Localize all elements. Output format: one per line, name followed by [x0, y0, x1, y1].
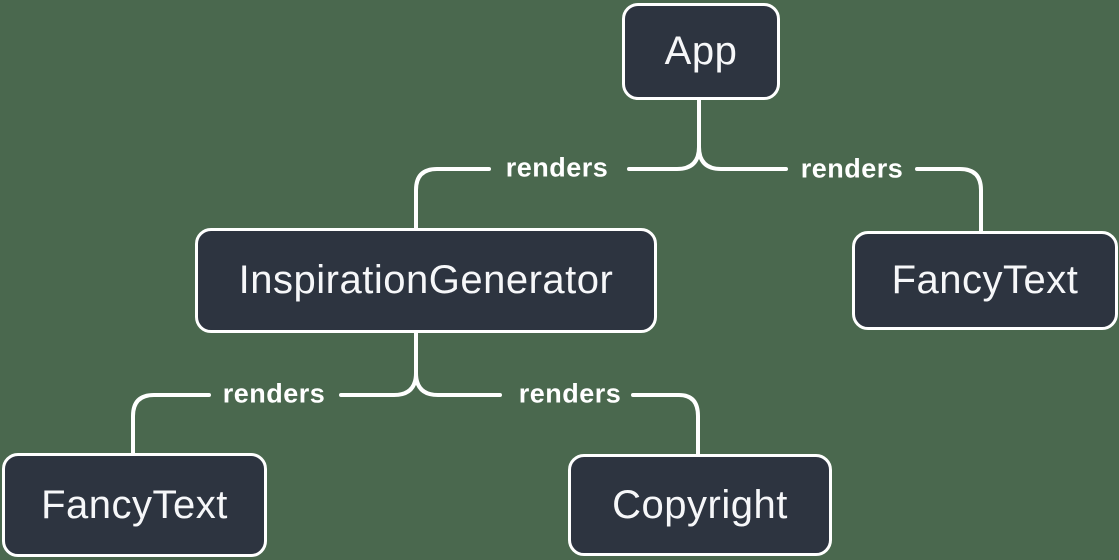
edge-app-inspirationgenerator-line [627, 145, 701, 171]
node-fancy-text-bottom-left-label: FancyText [41, 482, 228, 527]
node-fancy-text-bottom-left: FancyText [2, 453, 267, 557]
edge-label-inspirationgenerator-fancytext: renders [222, 378, 326, 409]
node-copyright: Copyright [568, 454, 832, 556]
edge-inspirationgenerator-copyright-line [631, 393, 700, 456]
node-copyright-label: Copyright [612, 482, 788, 527]
edge-app-fancytext-line [915, 167, 983, 233]
edge-label-app-inspirationgenerator: renders [505, 152, 609, 183]
edge-label-inspirationgenerator-copyright: renders [518, 378, 622, 409]
edge-app-inspirationgenerator-line [414, 167, 491, 230]
node-fancy-text-top-right-label: FancyText [891, 258, 1079, 302]
edge-app-fancytext-line [697, 145, 788, 171]
edge-inspirationgenerator-fancytext-line [131, 393, 211, 455]
node-inspiration-generator-label: InspirationGenerator [238, 258, 614, 302]
edge-inspirationgenerator-copyright-line [414, 371, 502, 397]
edge-label-app-fancytext: renders [800, 153, 904, 184]
node-fancy-text-top-right: FancyText [852, 231, 1118, 330]
node-inspiration-generator: InspirationGenerator [195, 228, 657, 333]
node-app: App [622, 3, 780, 100]
edge-inspirationgenerator-fancytext-line [339, 371, 418, 397]
node-app-label: App [664, 29, 738, 73]
